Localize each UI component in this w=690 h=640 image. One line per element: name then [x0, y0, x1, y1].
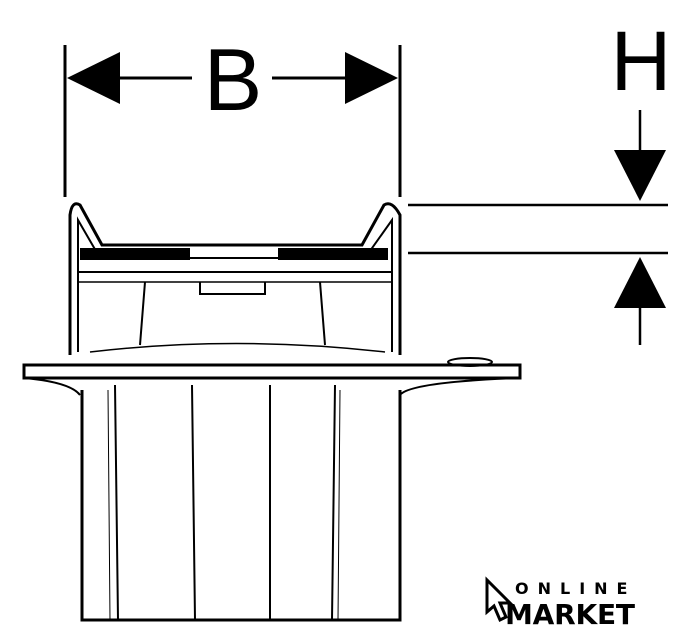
drain-part — [22, 202, 522, 622]
arrow-up-icon — [614, 257, 666, 308]
cursor-icon — [485, 576, 514, 623]
online-market-logo: ONLINE MARKET — [485, 576, 636, 631]
logo-text-market: MARKET — [505, 598, 635, 631]
arrow-left-icon — [67, 52, 120, 104]
height-dimension — [408, 110, 668, 345]
width-label: B — [204, 30, 263, 129]
height-label: H — [611, 14, 672, 108]
logo-text-online: ONLINE — [515, 579, 636, 598]
arrow-down-icon — [614, 150, 666, 201]
arrow-right-icon — [345, 52, 398, 104]
width-dimension — [63, 45, 402, 197]
